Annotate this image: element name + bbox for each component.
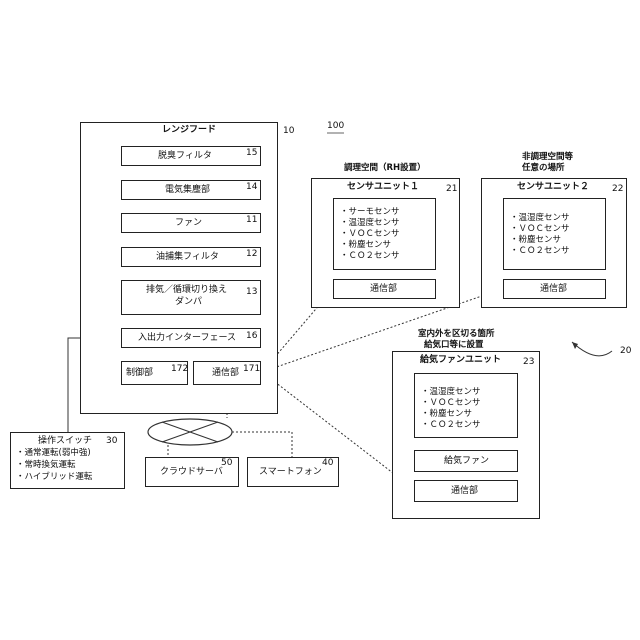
sensor1-comm-label: 通信部: [370, 284, 397, 295]
electric-collector-label: 電気集塵部: [165, 185, 210, 196]
damper-label-line1: 排気／循環切り換え: [146, 285, 227, 296]
ref-20-leader: [572, 342, 612, 356]
supply-item: ・ＣＯ２センサ: [421, 420, 481, 431]
sensor1-item: ・サーモセンサ: [340, 207, 400, 218]
sensor2-location-label-2: 任意の場所: [522, 163, 565, 174]
damper-label-line2: ダンパ: [175, 297, 202, 308]
supply-fan-label: 給気ファン: [444, 456, 489, 467]
supply-comm-label: 通信部: [451, 486, 478, 497]
sensor2-title: センサユニット２: [517, 182, 589, 193]
sensor2-item: ・ＣＯ２センサ: [510, 246, 570, 257]
supply-item: ・温湿度センサ: [421, 387, 481, 398]
sensor1-item: ・温湿度センサ: [340, 218, 400, 229]
link-phone-line: [232, 432, 292, 457]
supply-item: ・粉塵センサ: [421, 409, 472, 420]
switch-item: ・常時換気運転: [16, 460, 76, 471]
cloud-server-ref: 50: [221, 458, 232, 469]
supply-location-label-1: 室内外を区切る箇所: [418, 329, 495, 340]
electric-collector-ref: 14: [246, 182, 257, 193]
sensor1-item: ・ＣＯ２センサ: [340, 251, 400, 262]
deodor-filter-ref: 15: [246, 148, 257, 159]
supply-item: ・ＶＯＣセンサ: [421, 398, 481, 409]
sensor2-ref: 22: [612, 184, 623, 195]
supply-location-label-2: 給気口等に設置: [424, 340, 484, 351]
sensor1-location-label: 調理空間（RH設置）: [344, 163, 426, 174]
sensor2-item: ・温湿度センサ: [510, 213, 570, 224]
smartphone-ref: 40: [322, 458, 333, 469]
sensor1-title: センサユニット１: [347, 182, 419, 193]
cloud-server-label: クラウドサーバ: [160, 467, 223, 478]
oil-filter-label: 油捕集フィルタ: [156, 252, 219, 263]
damper-ref: 13: [246, 287, 257, 298]
io-interface-label: 入出力インターフェース: [138, 333, 236, 344]
io-interface-ref: 16: [246, 331, 257, 342]
fan-ref: 11: [246, 215, 257, 226]
system-ref: 100: [327, 121, 344, 132]
comm-ref: 171: [243, 364, 260, 375]
smartphone-label: スマートフォン: [259, 467, 322, 478]
deodor-filter-label: 脱臭フィルタ: [158, 151, 212, 162]
sensor1-item: ・ＶＯＣセンサ: [340, 229, 400, 240]
sensor1-item: ・粉塵センサ: [340, 240, 391, 251]
range-hood-ref: 10: [283, 126, 294, 137]
sensor1-ref: 21: [446, 184, 457, 195]
sensor2-item: ・粉塵センサ: [510, 235, 561, 246]
group-ref: 20: [620, 346, 631, 357]
supply-fan-ref: 23: [523, 357, 534, 368]
sensor2-item: ・ＶＯＣセンサ: [510, 224, 570, 235]
oil-filter-ref: 12: [246, 249, 257, 260]
switch-ref: 30: [106, 436, 117, 447]
switch-item: ・ハイブリッド運転: [16, 472, 92, 483]
arrow-head-icon: [572, 342, 578, 349]
sensor2-location-label-1: 非調理空間等: [522, 152, 573, 163]
comm-label: 通信部: [212, 368, 239, 379]
fan-label: ファン: [175, 218, 202, 229]
supply-fan-title: 給気ファンユニット: [420, 355, 501, 366]
switch-title: 操作スイッチ: [38, 436, 92, 447]
sensor2-comm-label: 通信部: [540, 284, 567, 295]
network-icon: [148, 419, 232, 445]
control-label: 制御部: [126, 368, 153, 379]
switch-item: ・通常運転(弱中強): [16, 448, 91, 459]
range-hood-title: レンジフード: [162, 125, 216, 136]
control-ref: 172: [171, 364, 188, 375]
